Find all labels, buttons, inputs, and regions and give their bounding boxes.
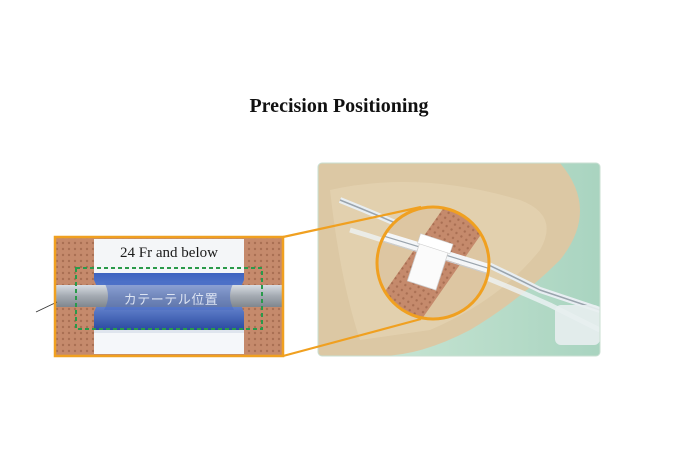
- size-label: 24 Fr and below: [120, 245, 218, 261]
- dashed-guide-box: [75, 267, 263, 330]
- detail-box: [35, 237, 283, 356]
- page-title: Precision Positioning: [249, 95, 429, 117]
- catheter-position-label: カテーテル位置: [123, 293, 219, 308]
